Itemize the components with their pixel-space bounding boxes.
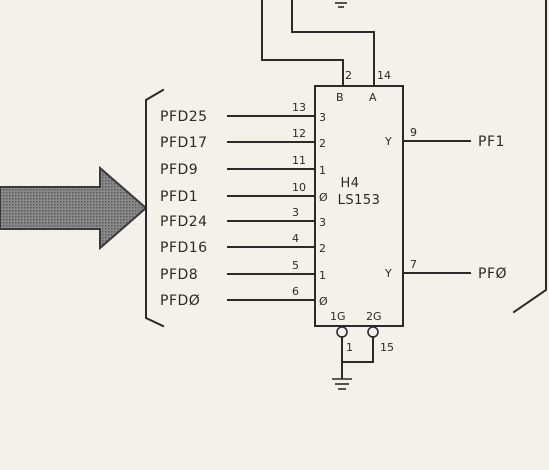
select-pin-a-number: 14 bbox=[377, 69, 391, 82]
top-ground-symbol bbox=[335, 2, 347, 8]
input-signal-pfd0: PFDØ bbox=[160, 293, 200, 309]
input-label-pfd25: 3 bbox=[319, 111, 326, 124]
input-pin-pfd0: 6 bbox=[292, 285, 299, 298]
input-pin-pfd25: 13 bbox=[292, 101, 306, 114]
ic-body bbox=[314, 85, 404, 327]
input-bus-bracket bbox=[145, 88, 165, 328]
output-pf1-pin: 9 bbox=[410, 126, 417, 139]
output-pf0-pin: 7 bbox=[410, 258, 417, 271]
input-label-pfd8: 1 bbox=[319, 269, 326, 282]
input-pin-pfd17: 12 bbox=[292, 127, 306, 140]
bottom-ground-symbol bbox=[332, 378, 352, 390]
select-pin-b-name: B bbox=[336, 91, 344, 104]
enable-2g-pin: 15 bbox=[380, 341, 394, 354]
input-pin-pfd1: 10 bbox=[292, 181, 306, 194]
bus-arrow-icon bbox=[0, 165, 148, 251]
enable-2g-label: 2G bbox=[366, 310, 382, 323]
input-signal-pfd16: PFD16 bbox=[160, 240, 208, 256]
select-pin-b-number: 2 bbox=[345, 69, 352, 82]
input-label-pfd24: 3 bbox=[319, 216, 326, 229]
input-label-pfd1: Ø bbox=[319, 191, 328, 204]
chip-ref: H4 bbox=[340, 176, 359, 191]
output-pf0-y-label: Y bbox=[384, 267, 392, 280]
select-b-wire bbox=[261, 0, 344, 87]
output-pf1-signal: PF1 bbox=[478, 134, 505, 150]
chip-part: LS153 bbox=[338, 193, 381, 208]
input-signal-pfd1: PFD1 bbox=[160, 189, 198, 205]
enable-ground-wire bbox=[341, 336, 374, 379]
output-bus-bracket bbox=[512, 0, 547, 314]
input-signal-pfd25: PFD25 bbox=[160, 109, 208, 125]
select-a-wire bbox=[291, 0, 375, 87]
input-pin-pfd9: 11 bbox=[292, 154, 306, 167]
input-signal-pfd9: PFD9 bbox=[160, 162, 198, 178]
enable-1g-pin: 1 bbox=[346, 341, 353, 354]
input-signal-pfd24: PFD24 bbox=[160, 214, 208, 230]
input-label-pfd17: 2 bbox=[319, 137, 326, 150]
input-label-pfd9: 1 bbox=[319, 164, 326, 177]
input-label-pfd16: 2 bbox=[319, 242, 326, 255]
input-signal-pfd8: PFD8 bbox=[160, 267, 198, 283]
input-label-pfd0: Ø bbox=[319, 295, 328, 308]
enable-1g-inverter-bubble bbox=[336, 326, 348, 338]
input-pin-pfd24: 3 bbox=[292, 206, 299, 219]
select-pin-a-name: A bbox=[369, 91, 377, 104]
output-pf0-signal: PFØ bbox=[478, 266, 507, 282]
input-pin-pfd16: 4 bbox=[292, 232, 299, 245]
input-pin-pfd8: 5 bbox=[292, 259, 299, 272]
input-signal-pfd17: PFD17 bbox=[160, 135, 208, 151]
output-pf1-y-label: Y bbox=[384, 135, 392, 148]
enable-2g-inverter-bubble bbox=[367, 326, 379, 338]
enable-1g-label: 1G bbox=[330, 310, 346, 323]
